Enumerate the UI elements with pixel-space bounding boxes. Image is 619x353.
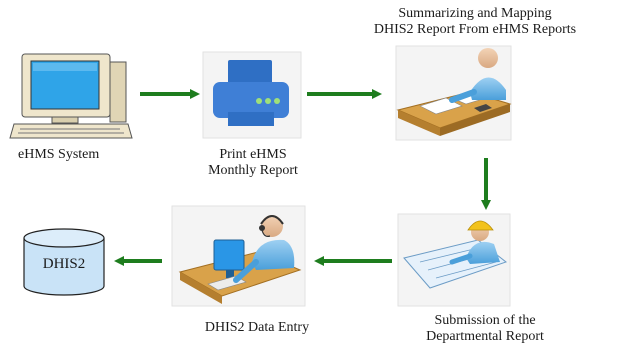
computer-icon [9, 53, 133, 139]
operator-with-headset-icon [171, 205, 306, 307]
print-report-label: Print eHMS Monthly Report [208, 147, 298, 178]
person-at-desk-icon [395, 45, 512, 141]
database-cylinder-icon [23, 228, 105, 296]
summarizing-label: Summarizing and Mapping DHIS2 Report Fro… [373, 6, 577, 37]
data-entry-label: DHIS2 Data Entry [204, 320, 310, 335]
dhis2-db-label: DHIS2 [42, 256, 86, 272]
engineer-with-blueprint-icon [397, 213, 511, 307]
ehms-system-label: eHMS System [18, 147, 100, 162]
submission-label: Submission of the Departmental Report [426, 313, 544, 344]
printer-icon [202, 51, 302, 139]
